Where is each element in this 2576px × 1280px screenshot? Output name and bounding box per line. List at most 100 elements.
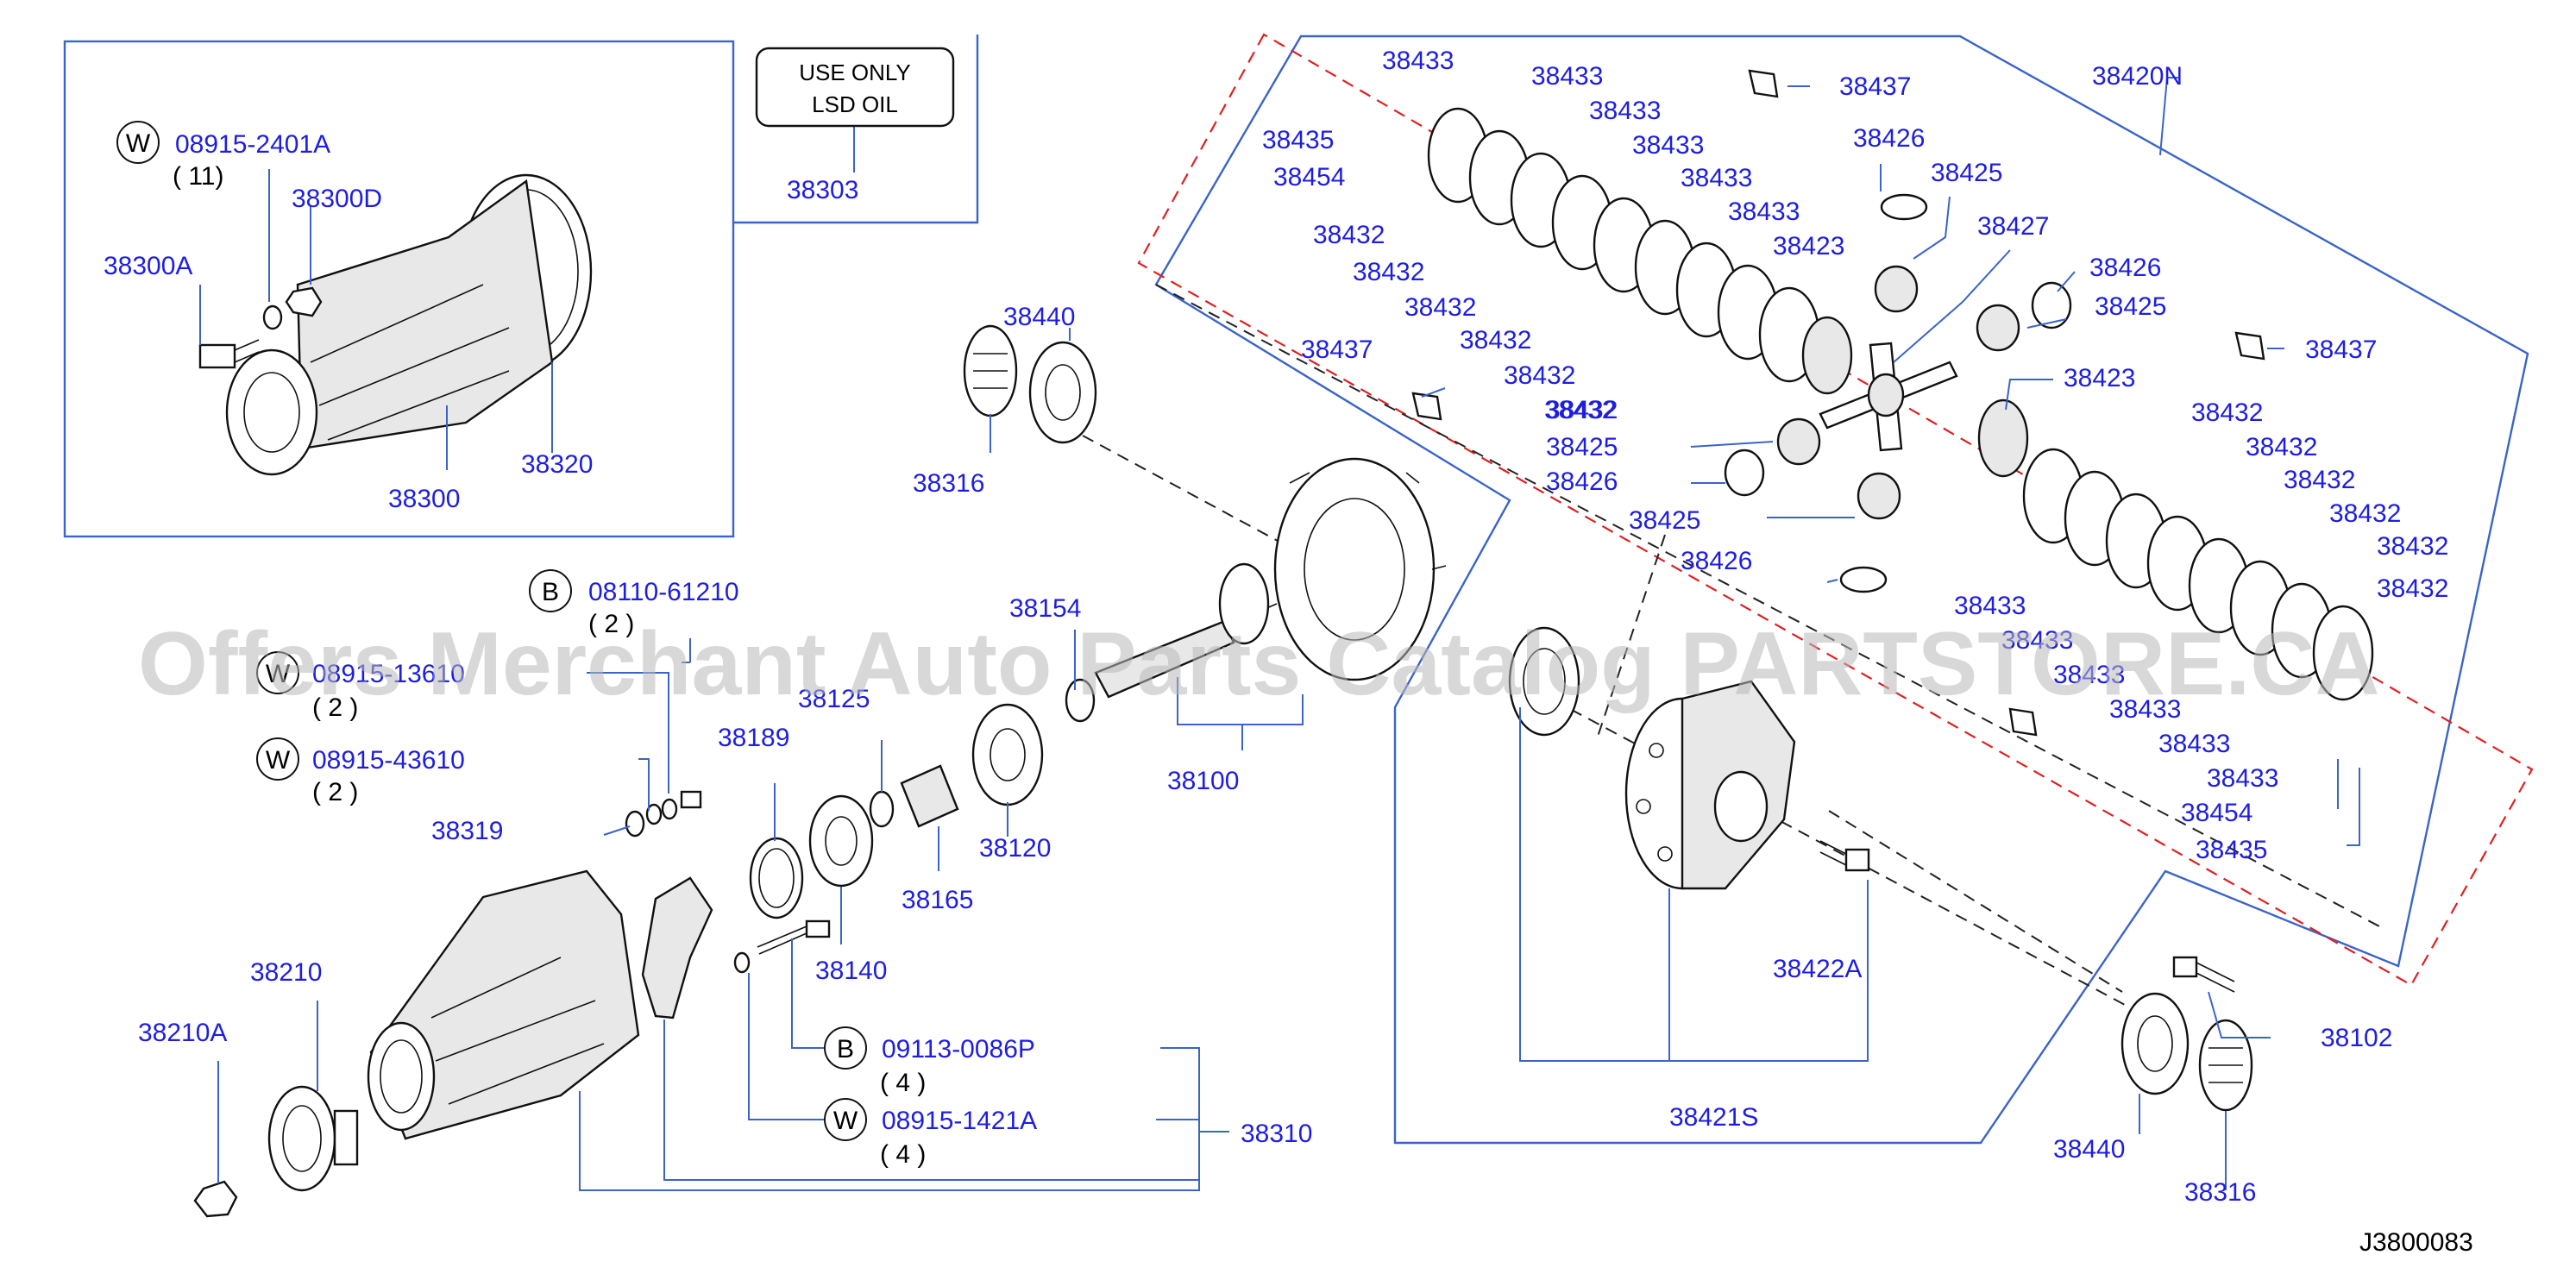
callout-38433-l5[interactable]: 38433 — [2158, 730, 2230, 758]
callout-38426-left-2[interactable]: 38426 — [1681, 547, 1752, 575]
clip-38437-right-drawing — [2234, 331, 2265, 361]
lsd-oil-note-box — [755, 47, 955, 128]
callout-38210[interactable]: 38210 — [250, 958, 322, 987]
callout-38319[interactable]: 38319 — [431, 817, 503, 845]
callout-38432-center[interactable]: 38432 — [1546, 396, 1618, 424]
callout-38310[interactable]: 38310 — [1241, 1120, 1312, 1148]
callout-38433-5[interactable]: 38433 — [1681, 164, 1752, 192]
callout-38432-u2[interactable]: 38432 — [1353, 258, 1424, 286]
callout-38437-right[interactable]: 38437 — [2305, 336, 2377, 364]
callout-08110-61210[interactable]: 08110-61210 — [588, 578, 739, 606]
pinion-bearing-38120-drawing — [971, 703, 1044, 806]
carrier-assembly-frame — [63, 40, 735, 538]
callout-38433-l4[interactable]: 38433 — [2109, 695, 2181, 724]
axis-line-1 — [1082, 435, 1299, 553]
callout-38432-l1[interactable]: 38432 — [2191, 398, 2263, 427]
callout-38432-l3[interactable]: 38432 — [2284, 466, 2355, 494]
callout-38433-l2[interactable]: 38433 — [2001, 626, 2073, 655]
callout-38440-left[interactable]: 38440 — [1003, 303, 1075, 331]
callout-38303[interactable]: 38303 — [787, 176, 858, 204]
pinion-bearing-38140-drawing — [808, 794, 874, 888]
callout-38425-top[interactable]: 38425 — [1931, 159, 2002, 187]
callout-38435-upper[interactable]: 38435 — [1262, 126, 1334, 154]
callout-38432-u4[interactable]: 38432 — [1460, 326, 1531, 355]
callout-38433-l3[interactable]: 38433 — [2053, 661, 2125, 689]
callout-38454-lower[interactable]: 38454 — [2181, 799, 2252, 827]
qty-09113-0086p: ( 4 ) — [880, 1069, 926, 1097]
callout-38433-1[interactable]: 38433 — [1382, 47, 1454, 75]
callout-38433-3[interactable]: 38433 — [1589, 97, 1661, 125]
callout-38432-l2[interactable]: 38432 — [2246, 433, 2317, 461]
callout-38425-right[interactable]: 38425 — [2095, 292, 2166, 321]
callout-38432-l5[interactable]: 38432 — [2377, 532, 2448, 561]
callout-38423-lower[interactable]: 38423 — [2064, 364, 2135, 392]
callout-38420n[interactable]: 38420N — [2092, 62, 2183, 91]
callout-38426-right[interactable]: 38426 — [2089, 254, 2161, 282]
callout-38435-lower[interactable]: 38435 — [2196, 836, 2267, 864]
callout-38316-right[interactable]: 38316 — [2184, 1178, 2256, 1207]
callout-38432-l4[interactable]: 38432 — [2329, 499, 2401, 528]
callout-38433-6[interactable]: 38433 — [1728, 198, 1800, 226]
callout-08915-13610[interactable]: 08915-13610 — [312, 660, 465, 688]
callout-38432-u5[interactable]: 38432 — [1504, 361, 1575, 390]
callout-38100[interactable]: 38100 — [1167, 767, 1239, 795]
badge-w-1: W — [116, 121, 160, 164]
nut-38210a-drawing — [193, 1180, 238, 1218]
callout-38189[interactable]: 38189 — [718, 724, 789, 752]
qty-08110-61210: ( 2 ) — [588, 610, 634, 638]
callout-38300a[interactable]: 38300A — [104, 252, 192, 280]
callout-38320[interactable]: 38320 — [521, 450, 593, 479]
washer-08915-1421a-drawing — [733, 951, 751, 974]
friction-plate-pack-lower-drawing — [2022, 448, 2374, 701]
callout-38426-left-1[interactable]: 38426 — [1546, 467, 1618, 496]
callout-38154[interactable]: 38154 — [1009, 594, 1081, 623]
pinion-mate-gear-3-drawing — [1776, 417, 1821, 466]
callout-38300[interactable]: 38300 — [388, 485, 460, 513]
svg-text:W: W — [126, 129, 151, 158]
callout-38432-u3[interactable]: 38432 — [1404, 293, 1476, 322]
callout-38120[interactable]: 38120 — [979, 834, 1051, 863]
callout-38433-2[interactable]: 38433 — [1531, 62, 1603, 91]
drive-gear-set-drawing — [1094, 457, 1447, 699]
pinion-mate-gear-2-drawing — [1976, 304, 2020, 352]
callout-38425-left-1[interactable]: 38425 — [1546, 433, 1618, 461]
callout-38432-u1[interactable]: 38432 — [1313, 221, 1385, 249]
nut-38300d-drawing — [285, 286, 323, 317]
callout-38433-l6[interactable]: 38433 — [2207, 764, 2278, 793]
callout-38437-left[interactable]: 38437 — [1301, 336, 1373, 364]
callout-38140[interactable]: 38140 — [815, 957, 887, 985]
callout-38437-top[interactable]: 38437 — [1839, 72, 1911, 101]
callout-38165[interactable]: 38165 — [902, 886, 973, 914]
callout-38210a[interactable]: 38210A — [138, 1019, 227, 1047]
callout-09113-0086p[interactable]: 09113-0086P — [882, 1035, 1035, 1064]
side-gear-lower-drawing — [1977, 398, 2029, 478]
callout-08915-1421a[interactable]: 08915-1421A — [882, 1107, 1037, 1135]
callout-38440-right[interactable]: 38440 — [2053, 1135, 2125, 1164]
callout-38422a[interactable]: 38422A — [1773, 955, 1862, 983]
callout-38316-left[interactable]: 38316 — [913, 469, 984, 498]
thrust-washer-2-drawing — [2031, 281, 2072, 329]
callout-38454-upper[interactable]: 38454 — [1273, 163, 1345, 191]
callout-38433-l1[interactable]: 38433 — [1954, 592, 2026, 620]
pinion-mate-shaft-drawing — [1819, 342, 1958, 452]
carrier-housing-38310-drawing — [367, 869, 640, 1140]
callout-38432-l6[interactable]: 38432 — [2377, 574, 2448, 603]
callout-38432-u6[interactable]: 38432 — [1544, 396, 1616, 424]
qty-08915-43610: ( 2 ) — [312, 778, 358, 806]
callout-38423-upper[interactable]: 38423 — [1773, 232, 1844, 260]
pinion-mate-gear-1-drawing — [1874, 265, 1919, 313]
clip-38437-lower-drawing — [2008, 707, 2038, 737]
callout-38425-left-2[interactable]: 38425 — [1629, 506, 1700, 535]
callout-08915-2401a[interactable]: 08915-2401A — [175, 130, 330, 159]
callout-38427[interactable]: 38427 — [1977, 212, 2049, 241]
thrust-washer-3-drawing — [1724, 449, 1765, 497]
callout-38300d[interactable]: 38300D — [292, 185, 382, 213]
callout-38426-top[interactable]: 38426 — [1853, 124, 1925, 153]
callout-38433-4[interactable]: 38433 — [1632, 131, 1704, 160]
callout-38102[interactable]: 38102 — [2321, 1024, 2392, 1052]
callout-38421s[interactable]: 38421S — [1669, 1103, 1758, 1132]
callout-38125[interactable]: 38125 — [798, 685, 870, 713]
axis-line-2 — [1155, 284, 2382, 928]
callout-08915-43610[interactable]: 08915-43610 — [312, 746, 465, 775]
